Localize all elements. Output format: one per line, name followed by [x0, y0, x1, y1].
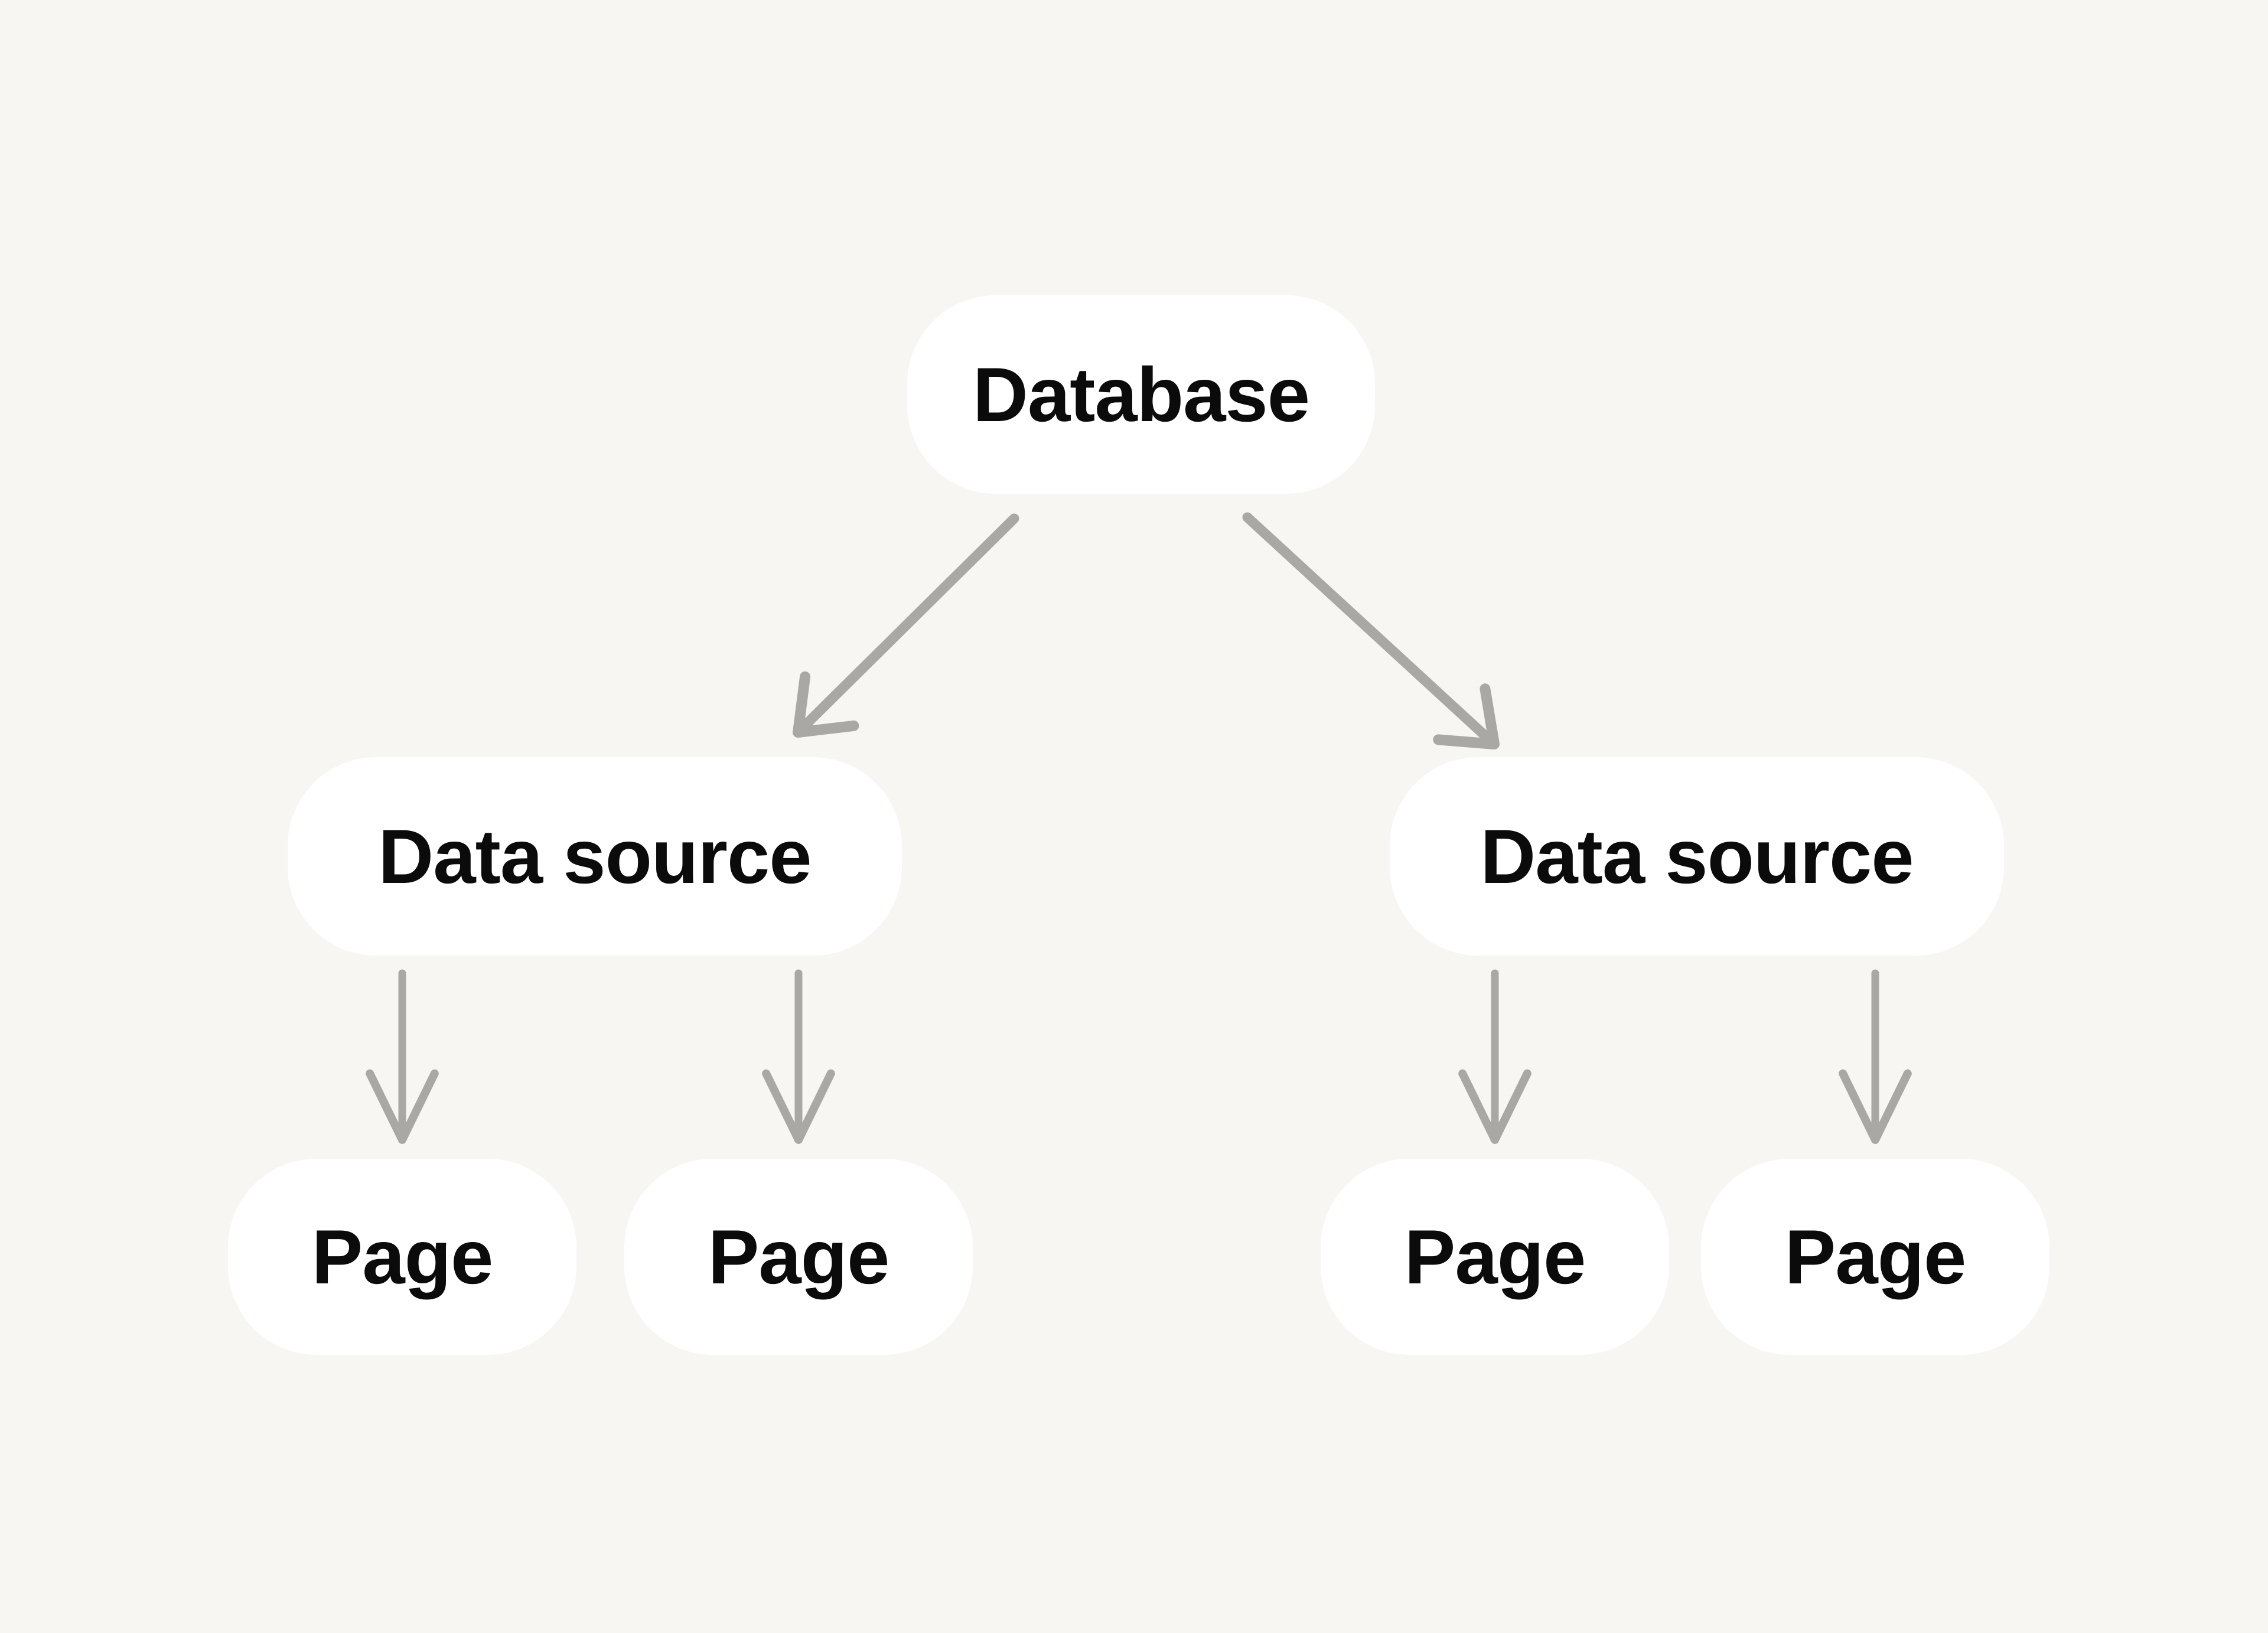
node-page-2: Page	[624, 1159, 973, 1355]
node-page-1-label: Page	[311, 1214, 494, 1300]
node-page-3: Page	[1321, 1159, 1669, 1355]
arrowhead-chevron	[1458, 1069, 1531, 1144]
node-data-source-left: Data source	[288, 757, 902, 956]
node-page-1: Page	[228, 1159, 576, 1355]
arrow-shaft	[793, 513, 1019, 738]
arrowhead-chevron	[762, 1069, 835, 1144]
node-database-label: Database	[972, 351, 1310, 438]
node-data-source-left-label: Data source	[378, 813, 812, 899]
arrow-data-source-left-to-page-1	[366, 969, 439, 1144]
node-data-source-right: Data source	[1390, 757, 2004, 956]
arrow-data-source-left-to-page-2	[762, 969, 835, 1144]
arrow-database-to-data-source-left	[793, 513, 1019, 738]
arrowhead-chevron	[1839, 1069, 1912, 1144]
arrowhead-chevron	[366, 1069, 439, 1144]
node-page-4-label: Page	[1784, 1214, 1967, 1300]
arrowhead-chevron	[793, 671, 859, 738]
arrow-data-source-right-to-page-4	[1839, 969, 1912, 1144]
node-page-3-label: Page	[1404, 1214, 1586, 1300]
node-page-4: Page	[1701, 1159, 2049, 1355]
arrow-data-source-right-to-page-3	[1458, 969, 1531, 1144]
node-page-2-label: Page	[708, 1214, 890, 1300]
arrowhead-chevron	[1433, 683, 1500, 749]
node-database: Database	[907, 295, 1375, 494]
arrow-shaft	[1242, 512, 1500, 749]
node-data-source-right-label: Data source	[1480, 813, 1914, 899]
arrow-database-to-data-source-right	[1242, 512, 1500, 749]
